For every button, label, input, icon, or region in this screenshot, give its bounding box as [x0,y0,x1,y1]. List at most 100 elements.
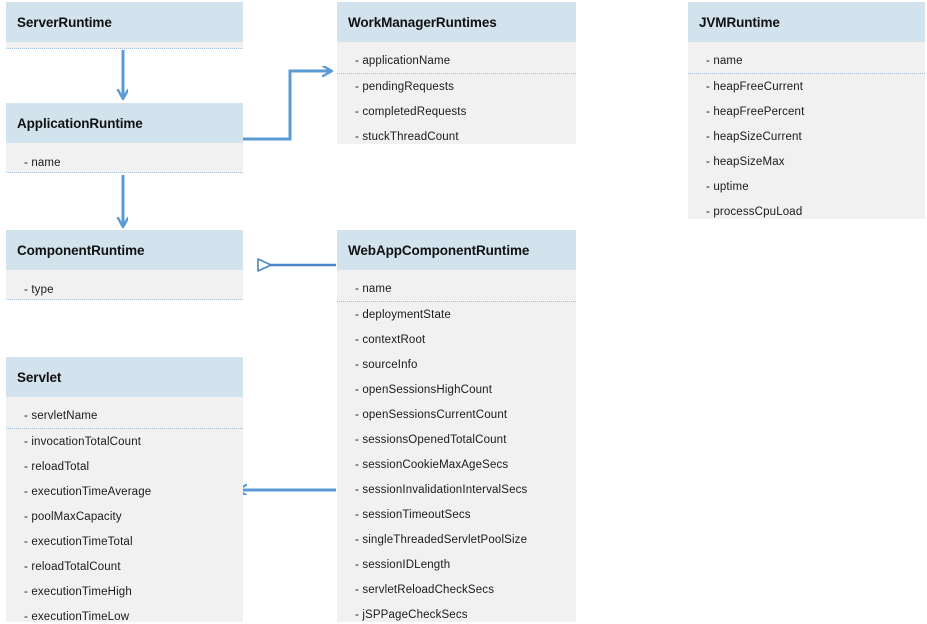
class-box-work-manager-runtimes[interactable]: WorkManagerRuntimes - applicationName - pe… [337,2,576,144]
attribute-label: - sessionTimeoutSecs [355,508,471,521]
attribute-label: - heapFreeCurrent [706,80,804,93]
attribute-row[interactable]: - uptime [688,174,925,199]
class-attributes-servlet: - servletName - invocationTotalCount - rel… [6,397,243,624]
attribute-label: - sessionIDLength [355,558,451,571]
attribute-label: - stuckThreadCount [355,130,459,143]
attribute-row[interactable]: - executionTimeHigh [6,579,243,604]
class-attributes-component-runtime: - type [6,270,243,308]
connector-application-to-workmanager [243,71,331,141]
attribute-row[interactable]: - servletName [6,404,243,429]
attribute-label: - executionTimeLow [24,610,130,623]
attribute-row[interactable]: - type [6,277,243,302]
attribute-row[interactable]: - reloadTotal [6,454,243,479]
class-title: WorkManagerRuntimes [348,14,497,30]
class-header-jvm-runtime[interactable]: JVMRuntime [688,2,925,42]
attribute-label: - applicationName [355,55,451,67]
attribute-row[interactable]: - sourceInfo [337,352,576,377]
attribute-label: - executionTimeTotal [24,535,133,548]
attribute-row[interactable]: - name [337,277,576,302]
attribute-row[interactable]: - executionTimeTotal [6,529,243,554]
attribute-label: - completedRequests [355,105,467,118]
attribute-label: - type [24,283,54,296]
attribute-row[interactable]: - invocationTotalCount [6,429,243,454]
attribute-row[interactable]: - processCpuLoad [688,199,925,224]
class-attributes-jvm-runtime: - name - heapFreeCurrent - heapFreePercent… [688,42,925,230]
attribute-row[interactable]: - poolMaxCapacity [6,504,243,529]
class-title: ComponentRuntime [17,242,145,258]
attribute-label: - executionTimeHigh [24,585,132,598]
class-title: JVMRuntime [699,14,780,30]
attribute-label: - heapSizeMax [706,155,785,168]
attribute-label: - name [24,156,61,169]
attribute-row[interactable]: - sessionsOpenedTotalCount [337,427,576,452]
attribute-label: - singleThreadedServletPoolSize [355,533,528,546]
attribute-label: - uptime [706,180,749,193]
attribute-row[interactable]: - singleThreadedServletPoolSize [337,527,576,552]
attribute-row[interactable]: - jSPPageCheckSecs [337,602,576,624]
class-title: ServerRuntime [17,14,112,30]
attribute-row[interactable]: - heapFreeCurrent [688,74,925,99]
class-attributes-web-app-component-runtime: - name - deploymentState - contextRoot - so… [337,270,576,624]
attribute-label: - name [706,55,743,67]
class-box-web-app-component-runtime[interactable]: WebAppComponentRuntime - name - deployment… [337,230,576,622]
attribute-label: - jSPPageCheckSecs [355,608,468,621]
attribute-label: - sessionCookieMaxAgeSecs [355,458,509,471]
attribute-row[interactable]: - executionTimeAverage [6,479,243,504]
class-attributes-application-runtime: - name [6,143,243,181]
attribute-row[interactable]: - heapSizeCurrent [688,124,925,149]
attribute-label: - poolMaxCapacity [24,510,122,523]
attribute-label: - openSessionsCurrentCount [355,408,508,421]
attribute-row[interactable]: - contextRoot [337,327,576,352]
attribute-label: - heapSizeCurrent [706,130,802,143]
attribute-row[interactable]: - pendingRequests [337,74,576,99]
attribute-row[interactable]: - openSessionsHighCount [337,377,576,402]
attribute-row[interactable]: - sessionCookieMaxAgeSecs [337,452,576,477]
attribute-row[interactable]: - executionTimeLow [6,604,243,624]
attribute-row[interactable]: - servletReloadCheckSecs [337,577,576,602]
attribute-label: - invocationTotalCount [24,435,142,448]
attribute-row[interactable]: - sessionIDLength [337,552,576,577]
class-box-servlet[interactable]: Servlet - servletName - invocationTotalCou… [6,357,243,624]
attribute-row[interactable]: - name [688,49,925,74]
class-box-application-runtime[interactable]: ApplicationRuntime - name [6,103,243,173]
attribute-label: - servletName [24,410,98,422]
class-box-server-runtime[interactable]: ServerRuntime [6,2,243,49]
attribute-label: - processCpuLoad [706,205,803,218]
class-title: Servlet [17,369,62,385]
attribute-label: - executionTimeAverage [24,485,152,498]
attribute-label: - reloadTotalCount [24,560,121,573]
attribute-row[interactable]: - completedRequests [337,99,576,124]
attribute-row[interactable]: - applicationName [337,49,576,74]
attribute-label: - sessionInvalidationIntervalSecs [355,483,528,496]
class-header-component-runtime[interactable]: ComponentRuntime [6,230,243,270]
class-attributes-work-manager-runtimes: - applicationName - pendingRequests - comp… [337,42,576,155]
attribute-label: - heapFreePercent [706,105,805,118]
class-box-component-runtime[interactable]: ComponentRuntime - type [6,230,243,300]
attribute-label: - reloadTotal [24,460,90,473]
class-box-jvm-runtime[interactable]: JVMRuntime - name - heapFreeCurrent - heapF… [688,2,925,219]
attribute-row[interactable]: - heapSizeMax [688,149,925,174]
attribute-label: - openSessionsHighCount [355,383,493,396]
class-title: WebAppComponentRuntime [348,242,530,258]
attribute-row[interactable]: - reloadTotalCount [6,554,243,579]
class-title: ApplicationRuntime [17,115,143,131]
class-header-work-manager-runtimes[interactable]: WorkManagerRuntimes [337,2,576,42]
attribute-row[interactable]: - deploymentState [337,302,576,327]
attribute-label: - deploymentState [355,308,451,321]
attribute-label: - pendingRequests [355,80,455,93]
attribute-row[interactable]: - sessionTimeoutSecs [337,502,576,527]
attribute-row[interactable]: - stuckThreadCount [337,124,576,149]
class-header-server-runtime[interactable]: ServerRuntime [6,2,243,42]
attribute-row[interactable]: - heapFreePercent [688,99,925,124]
attribute-label: - contextRoot [355,333,426,346]
attribute-row[interactable]: - name [6,150,243,175]
attribute-label: - sessionsOpenedTotalCount [355,433,507,446]
class-header-application-runtime[interactable]: ApplicationRuntime [6,103,243,143]
attribute-row[interactable]: - sessionInvalidationIntervalSecs [337,477,576,502]
attribute-row[interactable]: - openSessionsCurrentCount [337,402,576,427]
attribute-label: - servletReloadCheckSecs [355,583,495,596]
class-header-web-app-component-runtime[interactable]: WebAppComponentRuntime [337,230,576,270]
attribute-label: - name [355,283,392,295]
class-header-servlet[interactable]: Servlet [6,357,243,397]
